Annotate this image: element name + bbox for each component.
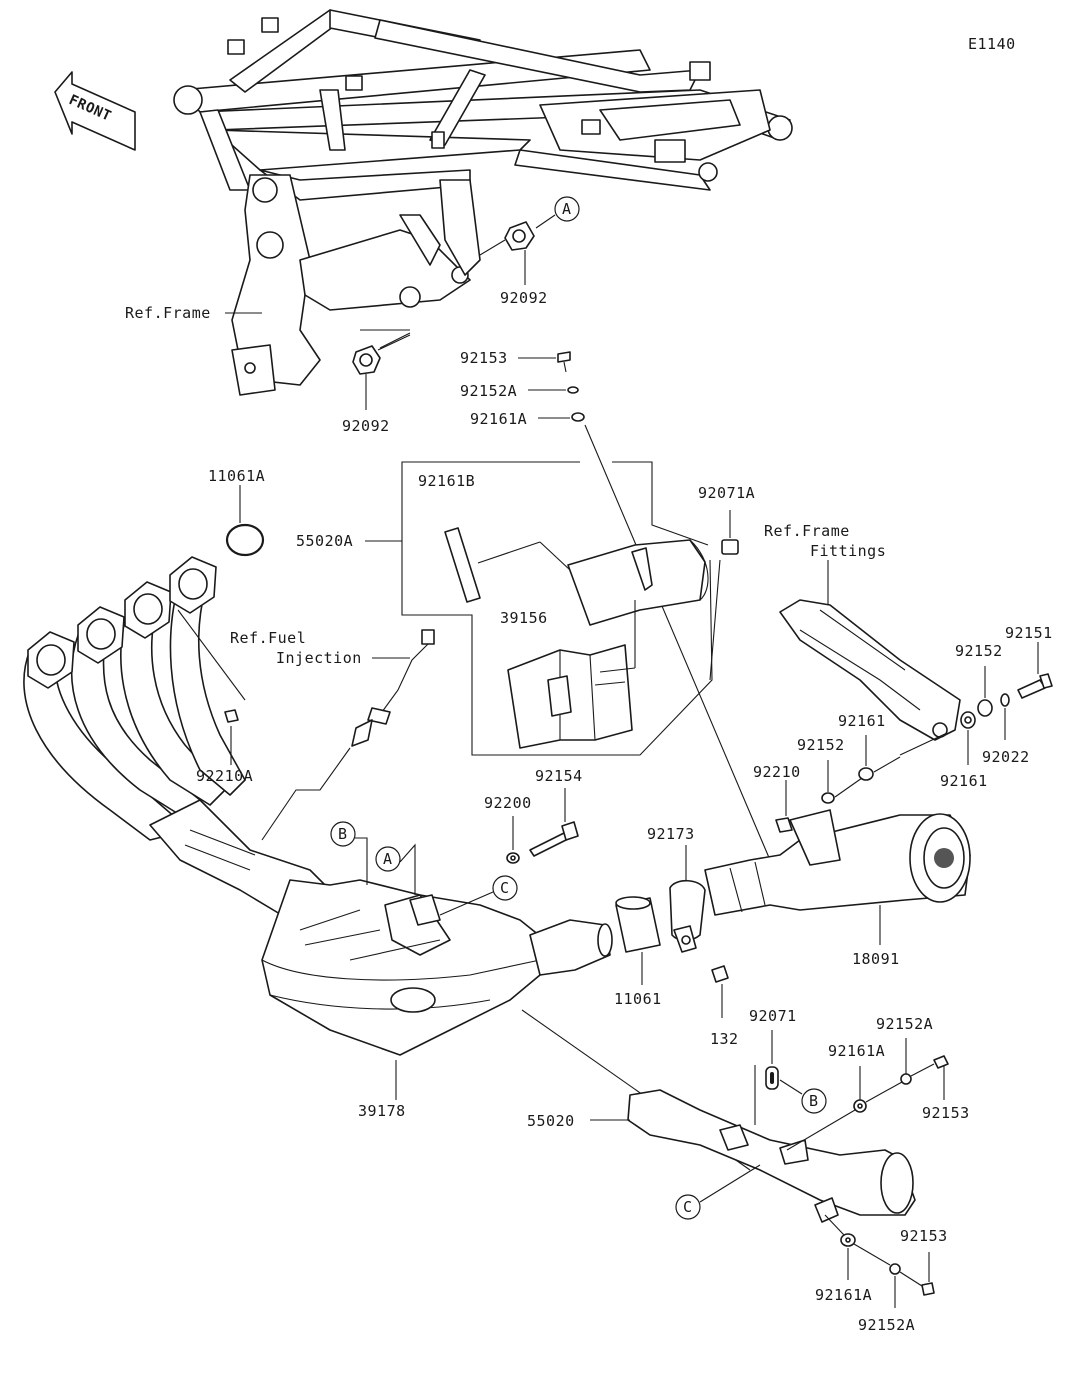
label-92092-lower: 92092 xyxy=(342,417,390,435)
fastener-stack-top xyxy=(518,351,771,861)
label-92152-right: 92152 xyxy=(955,642,1003,660)
frame-drawing xyxy=(173,9,793,396)
fasteners-right xyxy=(821,642,1053,804)
fasteners-low xyxy=(786,1038,949,1151)
gasket-11061 xyxy=(615,896,661,985)
oxygen-sensor xyxy=(261,629,435,841)
label-92161A-bottom: 92161A xyxy=(815,1286,872,1304)
ref-fuel-label-2: Injection xyxy=(276,649,362,667)
callout-a-mid: A xyxy=(383,850,393,868)
clamp-92173 xyxy=(669,845,729,1018)
nut-92092-upper xyxy=(479,214,556,285)
label-92022: 92022 xyxy=(982,748,1030,766)
label-92200: 92200 xyxy=(484,794,532,812)
ref-frame-label: Ref.Frame xyxy=(125,304,211,322)
callout-a-top: A xyxy=(562,200,572,218)
label-92092-upper: 92092 xyxy=(500,289,548,307)
nut-92210A xyxy=(224,709,239,765)
gasket-11061A xyxy=(225,485,265,557)
frame-fitting-bracket xyxy=(779,560,961,756)
label-92151: 92151 xyxy=(1005,624,1053,642)
label-18091: 18091 xyxy=(852,950,900,968)
callout-b-low: B xyxy=(809,1092,819,1110)
label-92161B: 92161B xyxy=(418,472,475,490)
label-92153-top: 92153 xyxy=(460,349,508,367)
nut-92092-lower xyxy=(352,334,411,410)
label-92071A: 92071A xyxy=(698,484,755,502)
nut-92210 xyxy=(775,780,793,833)
label-39156: 39156 xyxy=(500,609,548,627)
ref-frame-fittings-label-2: Fittings xyxy=(810,542,886,560)
exhaust-header-pipes xyxy=(23,556,331,921)
label-55020A: 55020A xyxy=(296,532,353,550)
grommet-92071 xyxy=(754,1030,803,1125)
label-92071: 92071 xyxy=(749,1007,797,1025)
label-92152-mid: 92152 xyxy=(797,736,845,754)
label-92161A-top: 92161A xyxy=(470,410,527,428)
fasteners-bottom xyxy=(824,1214,935,1308)
label-92161-right: 92161 xyxy=(940,772,988,790)
label-92173: 92173 xyxy=(647,825,695,843)
label-92210A: 92210A xyxy=(196,767,253,785)
label-92152A-bottom: 92152A xyxy=(858,1316,915,1334)
label-92154: 92154 xyxy=(535,767,583,785)
ref-frame-fittings-label-1: Ref.Frame xyxy=(764,522,850,540)
ref-fuel-label-1: Ref.Fuel xyxy=(230,629,306,647)
label-132: 132 xyxy=(710,1030,739,1048)
diagram-code: E1140 xyxy=(968,35,1016,53)
label-55020: 55020 xyxy=(527,1112,575,1130)
label-92152A-low: 92152A xyxy=(876,1015,933,1033)
callout-c-mid: C xyxy=(500,879,510,897)
front-direction-arrow: FRONT xyxy=(54,71,136,151)
label-92153-low: 92153 xyxy=(922,1104,970,1122)
label-92153-bottom: 92153 xyxy=(900,1227,948,1245)
muffler-18091 xyxy=(704,809,971,945)
bolt-92154-washer-92200 xyxy=(506,788,579,864)
label-11061: 11061 xyxy=(614,990,662,1008)
label-92152A-top: 92152A xyxy=(460,382,517,400)
callout-b-mid: B xyxy=(338,825,348,843)
heat-shield-kit-55020A xyxy=(365,461,713,756)
label-39178: 39178 xyxy=(358,1102,406,1120)
callout-c-low: C xyxy=(683,1198,693,1216)
grommet-92071A xyxy=(709,510,739,681)
label-92210: 92210 xyxy=(753,763,801,781)
label-92161-mid: 92161 xyxy=(838,712,886,730)
pre-chamber-39178 xyxy=(261,879,751,1171)
label-11061A: 11061A xyxy=(208,467,265,485)
label-92161A-low: 92161A xyxy=(828,1042,885,1060)
heat-shield-55020 xyxy=(590,1089,916,1223)
